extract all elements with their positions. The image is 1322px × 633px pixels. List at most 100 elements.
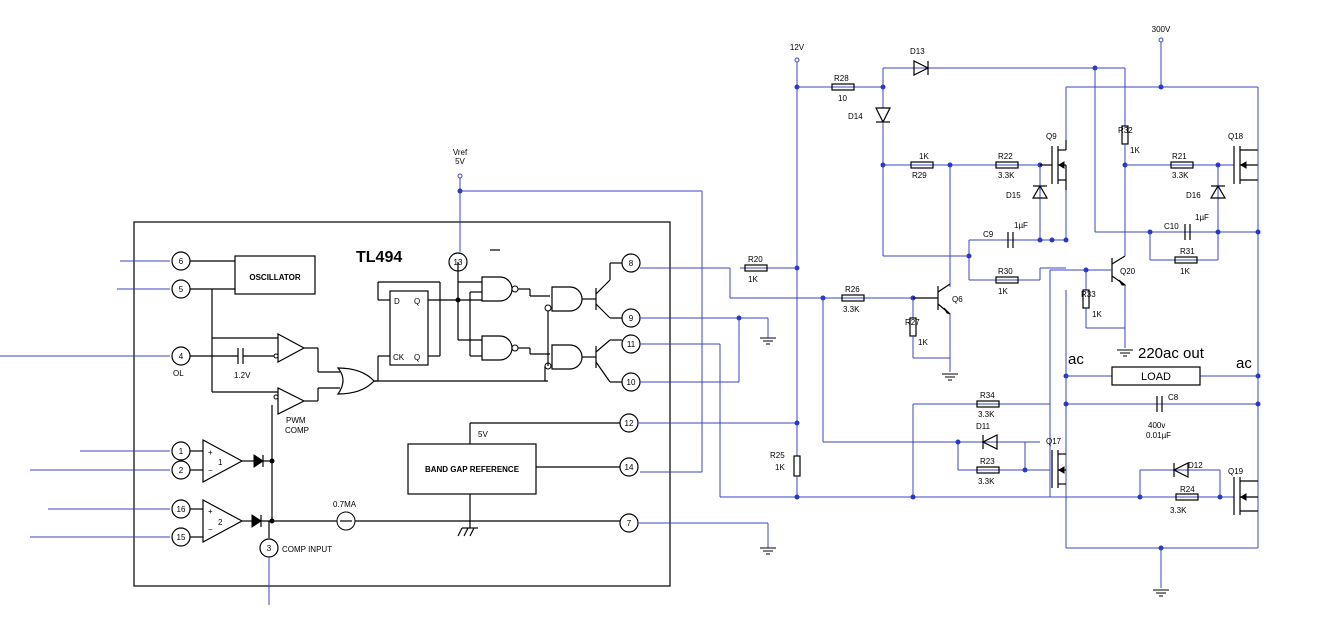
pin-3: 3: [259, 538, 279, 558]
resistor-r21: [1170, 161, 1194, 169]
diode-d12: [1172, 462, 1189, 478]
r31-label: R31: [1180, 247, 1195, 256]
pin-16: 16: [171, 499, 191, 519]
r30-value: 1K: [998, 287, 1008, 296]
r26-label: R26: [845, 285, 860, 294]
zener-d16: [1209, 184, 1227, 199]
r29-value: 1K: [919, 152, 929, 161]
comp-input-label: COMP INPUT: [282, 545, 332, 554]
r20-label: R20: [748, 255, 763, 264]
c10-value: 1µF: [1195, 213, 1209, 222]
r31-value: 1K: [1180, 267, 1190, 276]
amp1-num: 1: [218, 458, 223, 467]
amp2-minus: −: [208, 525, 213, 534]
r23-label: R23: [980, 457, 995, 466]
r33-label: R33: [1081, 290, 1096, 299]
svg-text:9: 9: [629, 314, 634, 323]
q17-label: Q17: [1046, 437, 1062, 446]
r28-value: 10: [838, 94, 847, 103]
ac-right-label: ac: [1236, 355, 1252, 372]
pin-7: 7: [619, 513, 639, 533]
r20-value: 1K: [748, 275, 758, 284]
ff-ck: CK: [393, 353, 405, 362]
svg-text:15: 15: [177, 533, 186, 542]
pin-15: 15: [171, 527, 191, 547]
load-box: [1111, 366, 1201, 386]
r26-value: 3.3K: [843, 305, 860, 314]
r24-label: R24: [1180, 485, 1195, 494]
mosfet-q9: [1040, 140, 1067, 190]
resistor-r20: [744, 264, 768, 272]
pwm-comparator: [277, 387, 306, 415]
oscillator-block: [234, 255, 316, 295]
ff-d: D: [394, 297, 400, 306]
r22-value: 3.3K: [998, 171, 1015, 180]
mosfet-q19: [1233, 477, 1258, 515]
tl494-chip: TL494 OSCILLATOR 1.2V PWM COMP: [0, 221, 671, 605]
svg-text:3: 3: [267, 544, 272, 553]
r28-label: R28: [834, 74, 849, 83]
nor-gate-1: [551, 286, 583, 312]
pin-8: 8: [621, 253, 641, 273]
r25-label: R25: [770, 451, 785, 460]
resistor-r34: [976, 400, 1000, 408]
bandgap-block: [407, 443, 537, 495]
chip-outline: [133, 221, 671, 587]
bandgap-label: BAND GAP REFERENCE: [425, 465, 520, 474]
pin-4: 4: [171, 346, 191, 366]
svg-text:6: 6: [179, 257, 184, 266]
pin-5: 5: [171, 279, 191, 299]
pwm-label: PWM: [286, 416, 306, 425]
resistor-r25: [793, 455, 801, 477]
svg-text:5: 5: [179, 285, 184, 294]
svg-text:16: 16: [177, 505, 186, 514]
r34-value: 3.3K: [978, 410, 995, 419]
vref-label: Vref: [453, 148, 468, 157]
resistor-r26: [841, 294, 865, 302]
oscillator-label: OSCILLATOR: [249, 273, 300, 282]
rail-12v-label: 12V: [790, 43, 805, 52]
c9-value: 1µF: [1014, 221, 1028, 230]
c8-voltage: 400v: [1148, 421, 1165, 430]
error-amp-1: [202, 438, 244, 484]
rail-300v-label: 300V: [1152, 25, 1171, 34]
output-title: 220ac out: [1138, 345, 1205, 362]
r32-value: 1K: [1130, 146, 1140, 155]
pin-12: 12: [619, 413, 639, 433]
nor-gate-2: [551, 344, 583, 370]
svg-text:4: 4: [179, 352, 184, 361]
r23-value: 3.3K: [978, 477, 995, 486]
vref-5v-label: 5V: [455, 157, 465, 166]
svg-text:8: 8: [629, 259, 634, 268]
diode-d11: [981, 434, 998, 450]
resistor-r23: [976, 466, 1000, 474]
bjt-q6: [913, 283, 951, 315]
mosfet-q18: [1233, 146, 1258, 184]
pin-9: 9: [621, 308, 641, 328]
q19-label: Q19: [1228, 467, 1244, 476]
c9-label: C9: [983, 230, 994, 239]
d11-label: D11: [976, 422, 991, 431]
pin-10: 10: [621, 372, 641, 392]
r29-label: R29: [912, 171, 927, 180]
pin-14: 14: [619, 457, 639, 477]
r30-label: R30: [998, 267, 1013, 276]
ff-q2: Q: [414, 353, 420, 362]
resistor-r22: [995, 161, 1019, 169]
r27-label: R27: [905, 318, 920, 327]
resistor-r30: [995, 276, 1019, 284]
q20-label: Q20: [1120, 267, 1136, 276]
d13-label: D13: [910, 47, 925, 56]
chip-title: TL494: [356, 249, 402, 266]
svg-text:2: 2: [179, 466, 184, 475]
c10-label: C10: [1164, 222, 1179, 231]
pin-1: 1: [171, 441, 191, 461]
r34-label: R34: [980, 391, 995, 400]
svg-text:11: 11: [627, 340, 636, 349]
r21-value: 3.3K: [1172, 171, 1189, 180]
pin-2: 2: [171, 460, 191, 480]
svg-text:14: 14: [625, 463, 634, 472]
error-amp-2: [202, 498, 244, 544]
resistor-r29: [910, 161, 934, 169]
